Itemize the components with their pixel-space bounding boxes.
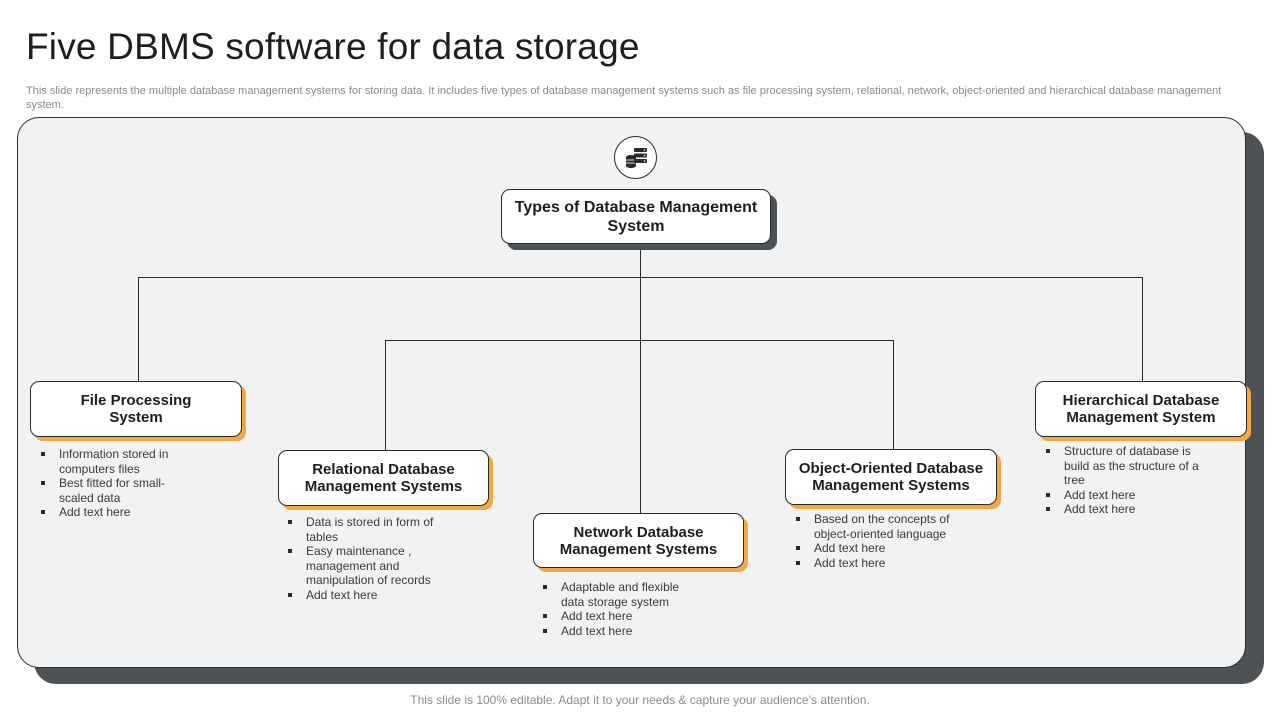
list-item: Structure of database is build as the st… — [1045, 444, 1203, 488]
bullets-object-oriented: Based on the concepts of object-oriented… — [795, 512, 960, 570]
bullets-relational: Data is stored in form of tables Easy ma… — [287, 515, 443, 602]
connector-object-oriented — [893, 340, 894, 450]
connector-file-processing — [138, 277, 139, 382]
list-item: Add text here — [287, 588, 443, 603]
node-network: Network Database Management Systems — [533, 513, 744, 568]
list-item: Based on the concepts of object-oriented… — [795, 512, 960, 541]
connector-hierarchical — [1142, 277, 1143, 382]
list-item: Add text here — [542, 609, 702, 624]
node-relational: Relational Database Management Systems — [278, 450, 489, 506]
node-file-processing: File Processing System — [30, 381, 242, 437]
root-node: Types of Database Management System — [501, 189, 771, 244]
list-item: Information stored in computers files — [40, 447, 190, 476]
page-title: Five DBMS software for data storage — [26, 26, 640, 67]
footer-note: This slide is 100% editable. Adapt it to… — [410, 693, 870, 707]
bullets-hierarchical: Structure of database is build as the st… — [1045, 444, 1203, 517]
list-item: Add text here — [795, 556, 960, 571]
list-item: Add text here — [542, 624, 702, 639]
connector-root-trunk — [640, 250, 641, 514]
node-object-oriented: Object-Oriented Database Management Syst… — [785, 449, 997, 505]
connector-outer-bar — [138, 277, 1143, 278]
list-item: Add text here — [1045, 502, 1203, 517]
connector-inner-bar — [385, 340, 893, 341]
list-item: Easy maintenance , management and manipu… — [287, 544, 443, 588]
database-icon — [614, 136, 657, 179]
bullets-file-processing: Information stored in computers files Be… — [40, 447, 190, 520]
list-item: Add text here — [1045, 488, 1203, 503]
connector-relational — [385, 340, 386, 451]
bullets-network: Adaptable and flexible data storage syst… — [542, 580, 702, 638]
page-subtitle: This slide represents the multiple datab… — [26, 85, 1222, 111]
list-item: Adaptable and flexible data storage syst… — [542, 580, 702, 609]
list-item: Best fitted for small-scaled data — [40, 476, 190, 505]
list-item: Add text here — [40, 505, 190, 520]
list-item: Data is stored in form of tables — [287, 515, 443, 544]
list-item: Add text here — [795, 541, 960, 556]
node-hierarchical: Hierarchical Database Management System — [1035, 381, 1247, 437]
